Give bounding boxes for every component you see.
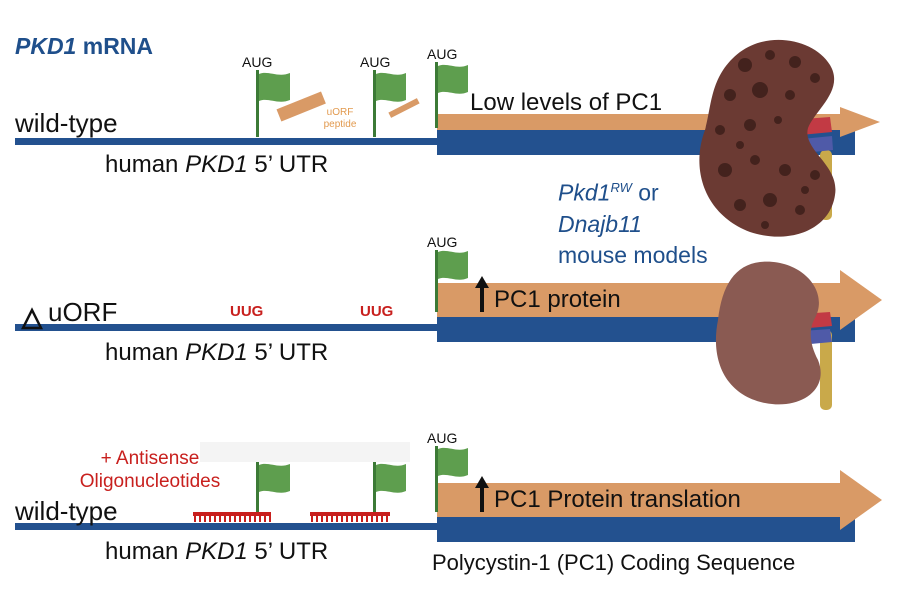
- row3-utr-line: [15, 523, 440, 530]
- utr-suffix: 5’ UTR: [247, 339, 329, 366]
- row1-uorf-flag-1: [256, 70, 290, 137]
- aso-tooth: [244, 516, 246, 522]
- aso-comb-2: [310, 512, 390, 522]
- aso-tooth: [346, 516, 348, 522]
- row2-utr-label: human PKD1 5’ UTR: [105, 339, 328, 367]
- aso-tooth: [229, 516, 231, 522]
- normal-kidney-illustration: [715, 261, 832, 410]
- cyst-dots: [715, 50, 820, 229]
- mouse-models-label: Pkd1RW or Dnajb11 mouse models: [558, 172, 708, 271]
- aso-tooth: [381, 516, 383, 522]
- aso-tooth: [239, 516, 241, 522]
- row1-uorf-flag-2: [373, 70, 406, 137]
- uorf-peptide-line-2: peptide: [323, 119, 357, 130]
- utr-gene: PKD1: [185, 538, 248, 565]
- row1-arrow-text: Low levels of PC1: [470, 89, 663, 116]
- row3-uorf-flag-2: [373, 462, 406, 514]
- utr-suffix: 5’ UTR: [247, 151, 329, 178]
- row-3: [15, 442, 882, 542]
- aso-tooth: [371, 516, 373, 522]
- row2-utr-line: [15, 324, 440, 331]
- aso-tooth: [321, 516, 323, 522]
- aso-tooth: [269, 516, 271, 522]
- mouse-gene-sup: RW: [610, 180, 632, 195]
- mouse-line-1: Pkd1RW or: [558, 172, 708, 209]
- aso-tooth: [356, 516, 358, 522]
- row1-aug-2: AUG: [360, 54, 391, 70]
- utr-suffix: 5’ UTR: [247, 538, 329, 565]
- uorf-peptide-1: [276, 91, 326, 122]
- aso-tooth: [361, 516, 363, 522]
- row2-up-arrow: [475, 276, 489, 312]
- row3-arrow-text: PC1 Protein translation: [494, 486, 741, 513]
- title-rest: mRNA: [76, 33, 154, 59]
- aso-line-1: + Antisense: [100, 448, 200, 469]
- aso-tooth: [316, 516, 318, 522]
- row3-main-aug: AUG: [427, 430, 458, 446]
- page-title: PKD1 mRNA: [15, 33, 153, 60]
- utr-prefix: human: [105, 339, 186, 366]
- mouse-gene-2: Dnajb11: [558, 210, 642, 237]
- utr-prefix: human: [105, 151, 186, 178]
- utr-gene: PKD1: [185, 151, 248, 178]
- row3-main-flag: [435, 446, 468, 512]
- aso-tooth: [264, 516, 266, 522]
- aso-comb-1: [193, 512, 271, 522]
- aso-tooth: [234, 516, 236, 522]
- row2-uug-1: UUG: [230, 303, 264, 320]
- uorf-peptide-line-1: uORF: [326, 107, 354, 118]
- utr-gene: PKD1: [185, 339, 248, 366]
- aso-tooth: [331, 516, 333, 522]
- row1-left-label: wild-type: [15, 108, 118, 138]
- aso-tooth: [366, 516, 368, 522]
- delta-icon: [20, 307, 44, 330]
- mouse-or: or: [631, 179, 659, 206]
- row3-utr-label: human PKD1 5’ UTR: [105, 538, 328, 566]
- row1-main-aug: AUG: [427, 46, 458, 62]
- aso-tooth: [259, 516, 261, 522]
- aso-tooth: [386, 516, 388, 522]
- aso-tooth: [376, 516, 378, 522]
- mouse-gene-1: Pkd1: [558, 179, 611, 206]
- aso-tooth: [341, 516, 343, 522]
- row3-translation-arrow: [437, 470, 882, 530]
- aso-tooth: [311, 516, 313, 522]
- aso-tooth: [326, 516, 328, 522]
- aso-tooth: [199, 516, 201, 522]
- row2-left-label: uORF: [48, 297, 118, 327]
- aso-tooth: [249, 516, 251, 522]
- aso-tooth: [351, 516, 353, 522]
- aso-tooth: [194, 516, 196, 522]
- aso-tooth: [214, 516, 216, 522]
- faint-band: [200, 442, 410, 462]
- aso-line-2: Oligonucleotides: [79, 471, 221, 492]
- aso-label: + Antisense Oligonucleotides: [60, 447, 240, 493]
- row3-up-arrow: [475, 476, 489, 512]
- mouse-line-3: mouse models: [558, 241, 708, 268]
- title-gene: PKD1: [15, 33, 77, 59]
- row1-utr-line: [15, 138, 440, 145]
- uorf-peptide-2: [388, 98, 420, 118]
- aso-tooth: [204, 516, 206, 522]
- row3-left-label: wild-type: [15, 496, 118, 526]
- aso-tooth: [219, 516, 221, 522]
- aso-tooth: [336, 516, 338, 522]
- utr-prefix: human: [105, 538, 186, 565]
- aso-tooth: [224, 516, 226, 522]
- row2-uug-2: UUG: [360, 303, 394, 320]
- row2-main-aug: AUG: [427, 234, 458, 250]
- mouse-line-2: Dnajb11: [558, 209, 708, 240]
- cds-label: Polycystin-1 (PC1) Coding Sequence: [432, 550, 796, 575]
- row1-utr-label: human PKD1 5’ UTR: [105, 151, 328, 179]
- uorf-peptide-label: uORF peptide: [315, 107, 365, 131]
- cystic-kidney-illustration: [699, 39, 836, 237]
- row3-uorf-flag-1: [256, 462, 290, 514]
- row1-main-flag: [435, 62, 468, 128]
- aso-tooth: [254, 516, 256, 522]
- row1-aug-1: AUG: [242, 54, 273, 70]
- row2-arrow-text: PC1 protein: [494, 286, 621, 313]
- aso-tooth: [209, 516, 211, 522]
- row2-main-flag: [435, 250, 468, 312]
